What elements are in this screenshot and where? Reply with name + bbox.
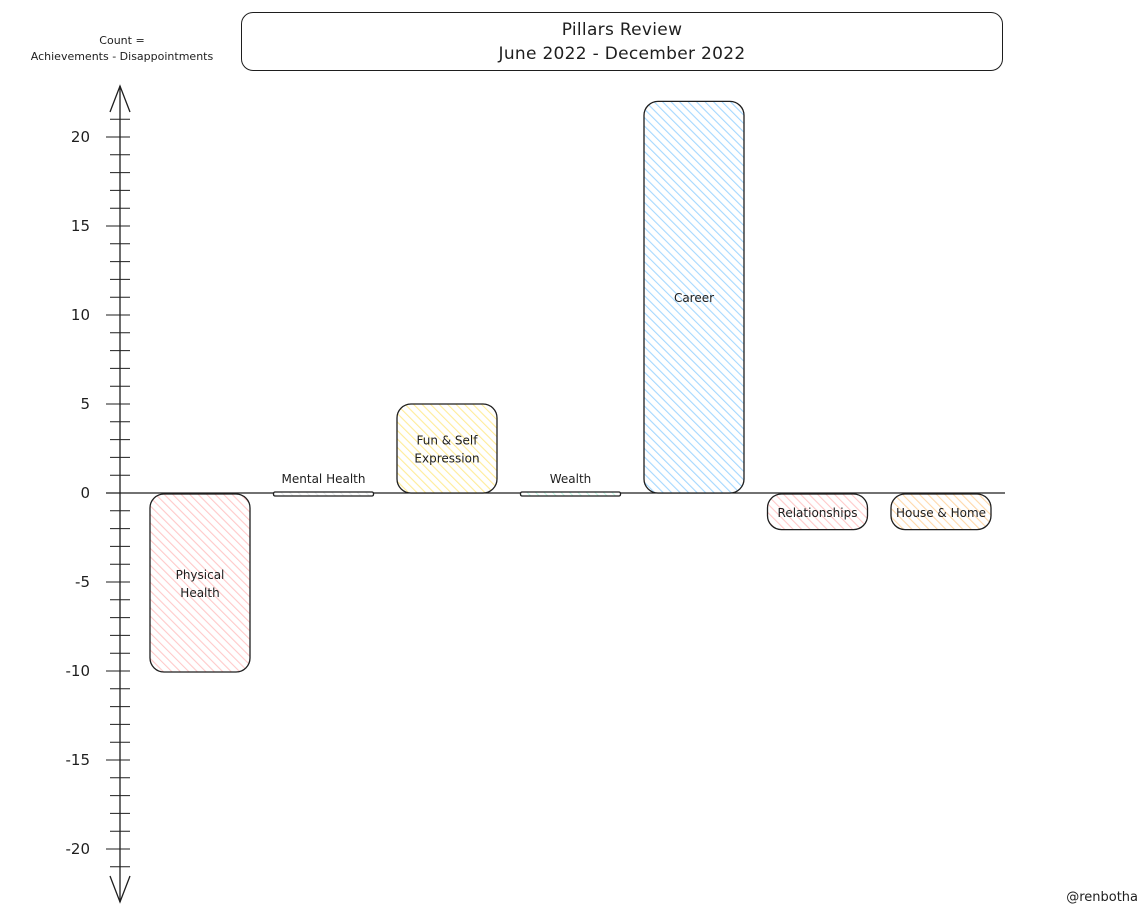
bar (272, 491, 375, 497)
y-caption-line-1: Count = (99, 34, 145, 47)
y-axis-arrow-down (109, 875, 131, 904)
y-tick-label: -5 (75, 573, 90, 591)
y-tick-label: 5 (80, 395, 90, 413)
y-axis-caption: Count = Achievements - Disappointments (10, 33, 234, 65)
y-tick-label: 10 (71, 306, 90, 324)
bar-label: Relationships (778, 506, 858, 520)
bar (149, 493, 251, 673)
chart-subtitle: June 2022 - December 2022 (498, 43, 746, 64)
y-tick-label: 20 (71, 128, 90, 146)
bar-label: House & Home (896, 506, 986, 520)
chart-title-box: Pillars Review June 2022 - December 2022 (241, 12, 1003, 71)
bar (519, 491, 622, 497)
author-credit: @renbotha (1066, 890, 1138, 905)
bar (766, 493, 869, 531)
bar-label: Mental Health (282, 472, 366, 486)
bar-label: Wealth (550, 472, 592, 486)
y-tick-label: -10 (66, 662, 91, 680)
bar (643, 100, 745, 494)
bar-label: Career (674, 291, 714, 305)
y-tick-label: 0 (80, 484, 90, 502)
bar (890, 493, 992, 531)
y-caption-line-2: Achievements - Disappointments (30, 50, 214, 63)
y-tick-label: 15 (71, 217, 90, 235)
bar (396, 403, 498, 494)
y-tick-label: -15 (66, 751, 91, 769)
chart-title: Pillars Review (561, 19, 683, 40)
y-tick-label: -20 (66, 840, 91, 858)
y-axis-arrow-up (109, 84, 131, 113)
